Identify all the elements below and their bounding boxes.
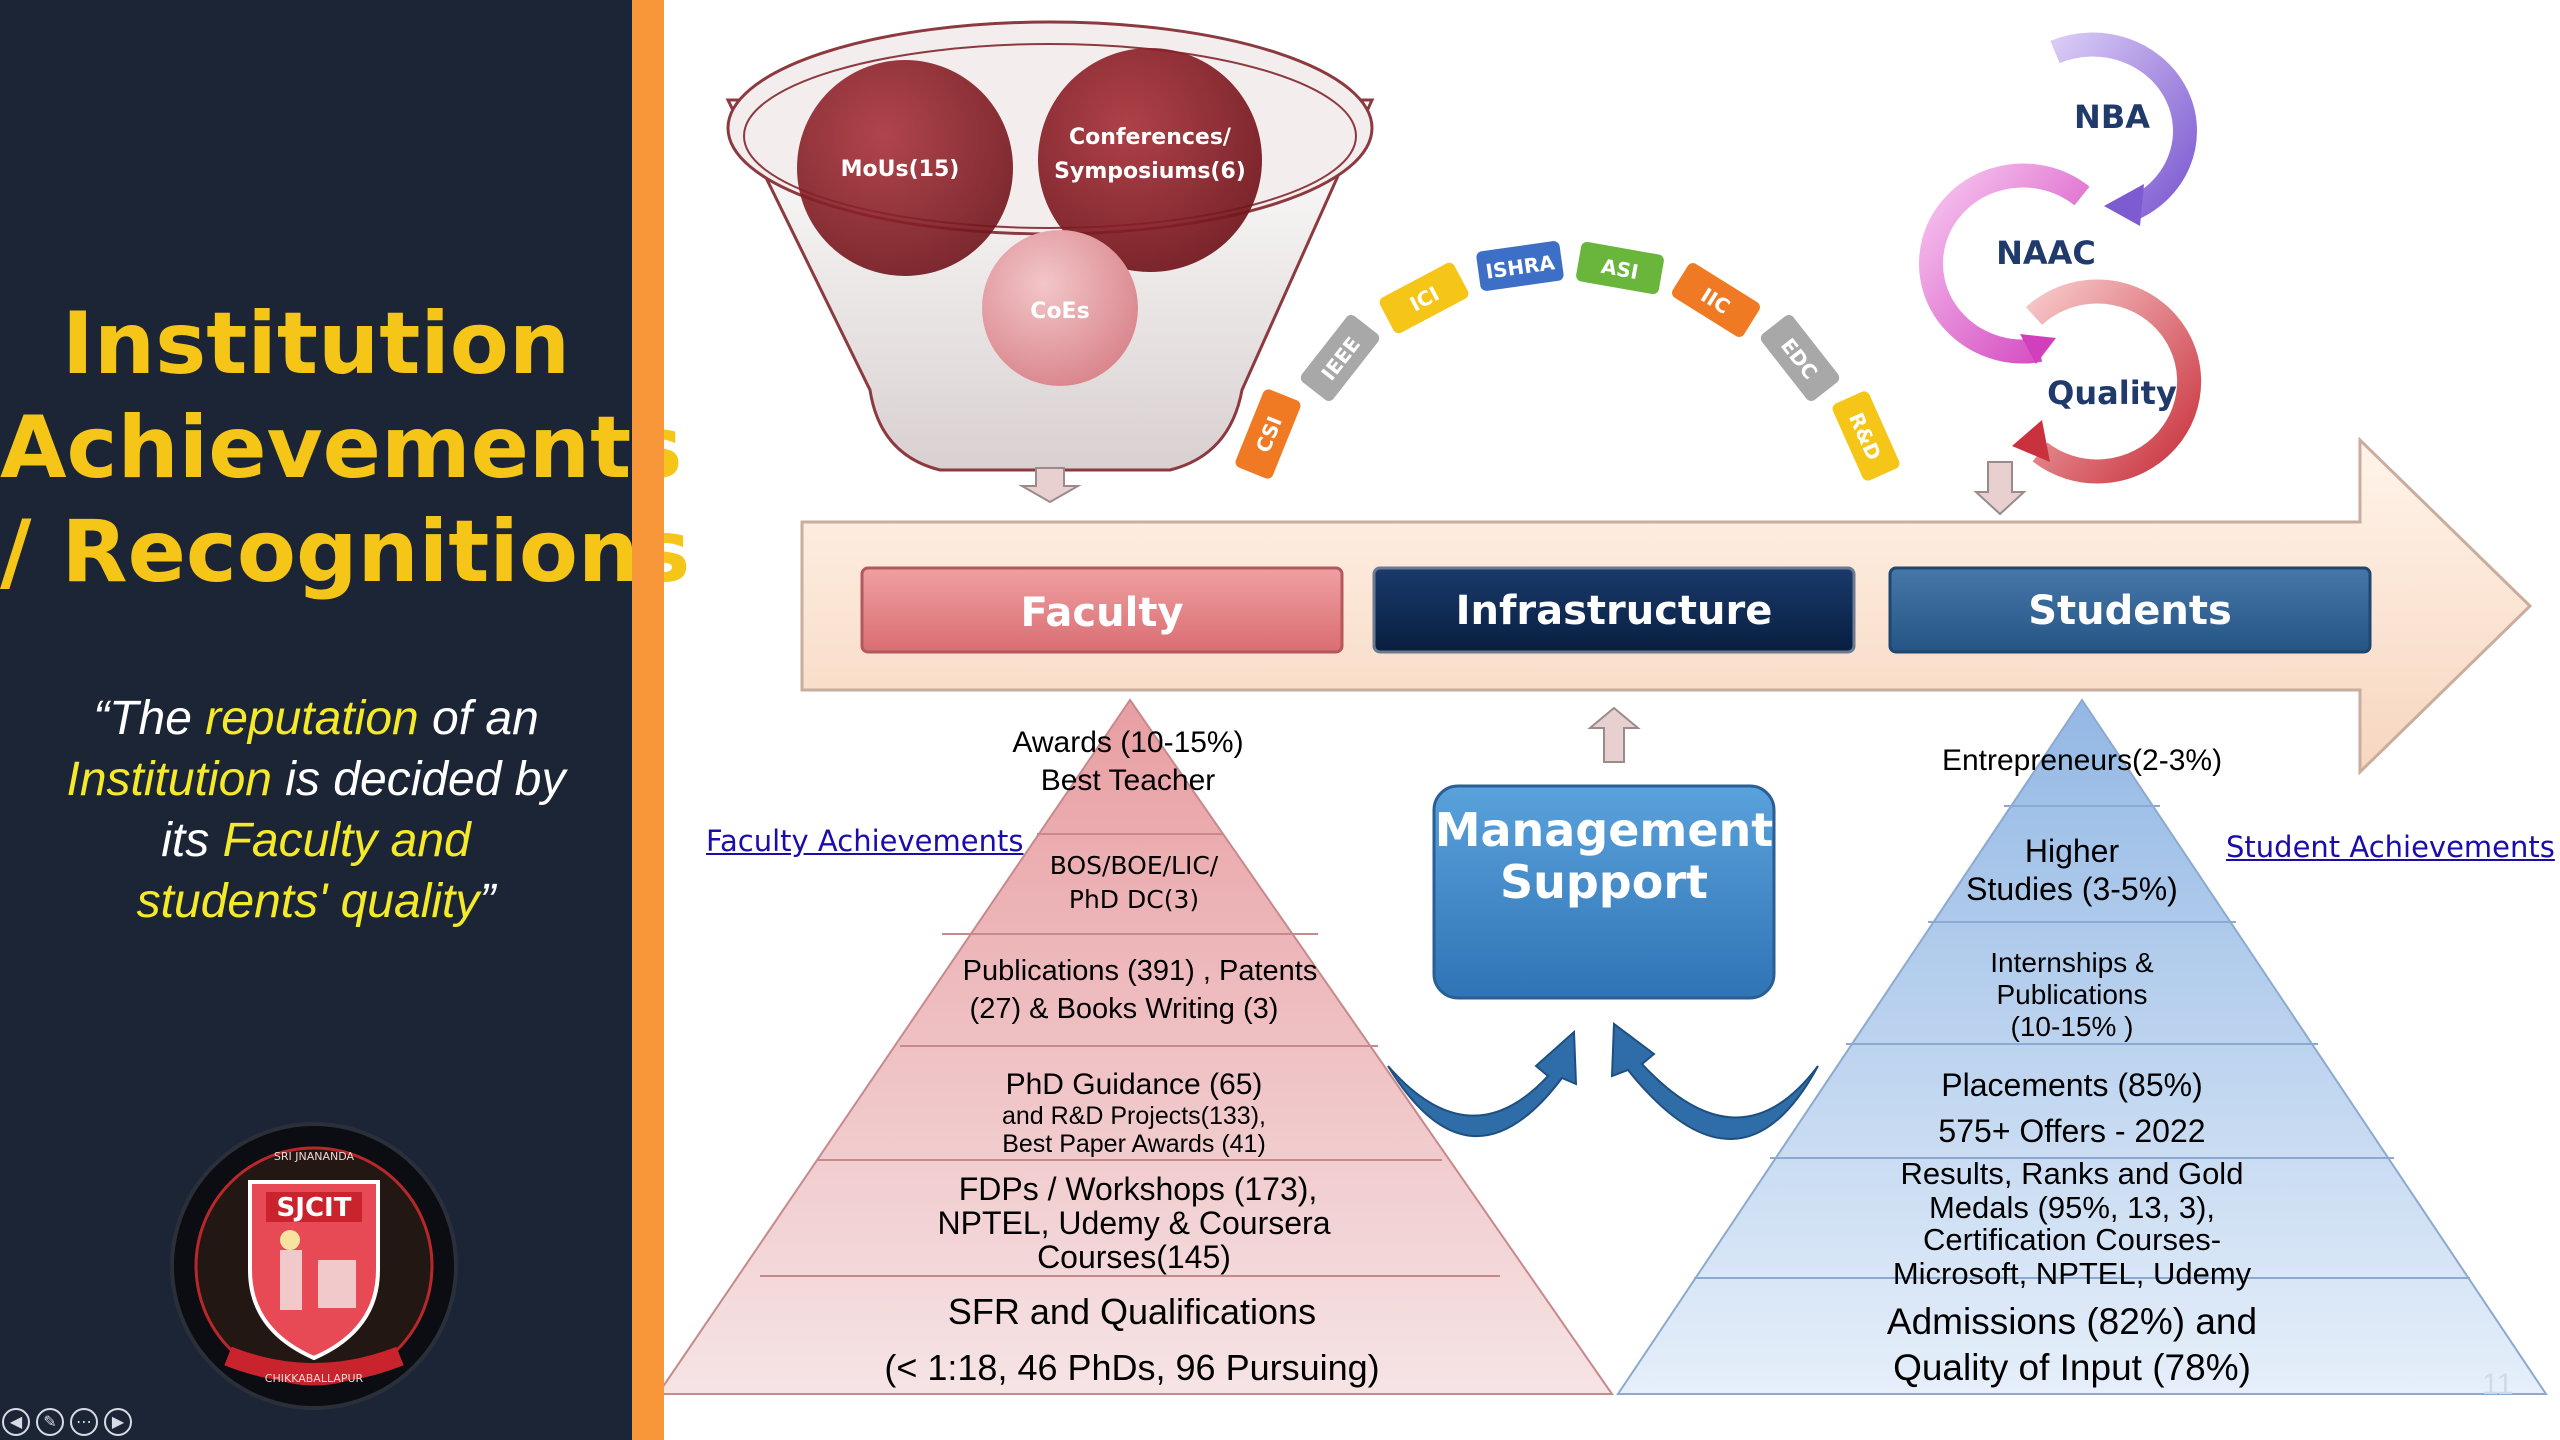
student-base: Admissions (82%) and [1887,1301,2257,1342]
student-level-5b: Medals (95%, 13, 3), [1929,1190,2215,1225]
more-icon[interactable]: ⋯ [70,1408,98,1436]
cycle-arrow-icon [2012,420,2050,462]
student-level-3: Internships & [1990,947,2154,978]
curved-arrow-icon [1610,1022,1819,1140]
logo-ring-top: SRI JNANANDA [274,1150,355,1163]
management-support: Management Support [1432,784,1776,1000]
pen-icon[interactable]: ✎ [36,1408,64,1436]
student-apex: Entrepreneurs(2-3%) [1942,744,2222,777]
faculty-base: SFR and Qualifications [948,1291,1316,1332]
slide-title: Institution Achievements / Recognitions [0,292,691,604]
pillar-faculty: Faculty [860,566,1344,654]
quote-text: ” [479,875,496,928]
pillar-infrastructure: Infrastructure [1372,566,1856,654]
up-arrow-icon [1587,706,1641,763]
coes-circle [982,230,1138,386]
cycle-arrow-icon [2104,184,2144,226]
left-panel: Institution Achievements / Recognitions … [0,0,691,1440]
coes-label: CoEs [1030,299,1089,324]
faculty-level-5: FDPs / Workshops (173), [959,1171,1318,1207]
faculty-level-3b: (27) & Books Writing (3) [970,993,1279,1025]
student-level-3c: (10-15% ) [2011,1011,2134,1042]
accent-strip [632,0,664,1440]
quote-text: of an [418,692,539,745]
funnel-diagram: MoUs(15) Conferences/ Symposiums(6) CoEs [725,20,1375,504]
title-line-3: / Recognitions [0,502,691,602]
conferences-circle [1038,48,1262,272]
student-level-3b: Publications [1997,979,2148,1010]
student-base-2: Quality of Input (78%) [1893,1347,2251,1388]
institution-logo: SJCIT CHIKKABALLAPUR SRI JNANANDA [170,1122,458,1410]
faculty-achievements-link[interactable]: Faculty Achievements [706,824,1024,858]
conferences-label: Conferences/ [1069,125,1232,150]
student-level-2b: Studies (3-5%) [1966,871,2178,907]
faculty-pyramid: Awards (10-15%) Best Teacher BOS/BOE/LIC… [664,698,1614,1395]
association-arc: CSI IEEE ICI ISHRA ASI IIC EDC R&D [1235,241,1900,481]
pillar-students: Students [1888,566,2372,654]
student-level-2: Higher [2025,833,2120,869]
mous-circle [797,60,1013,276]
quote-text: is decided by [271,753,566,806]
cycle-nba: NBA [2074,98,2150,136]
student-pyramid: Entrepreneurs(2-3%) Higher Studies (3-5%… [1616,698,2548,1395]
quote-text: its [161,814,223,867]
logo-ring-bottom: CHIKKABALLAPUR [265,1372,364,1385]
quote-highlight: students' quality [136,875,480,928]
achievements-diagram: MoUs(15) Conferences/ Symposiums(6) CoEs… [664,20,2548,1395]
faculty-base-2: (< 1:18, 46 PhDs, 96 Pursuing) [884,1347,1379,1388]
faculty-level-4b: and R&D Projects(133), [1002,1102,1266,1130]
faculty-level-5b: NPTEL, Udemy & Coursera [937,1205,1330,1241]
slideshow-controls: ◀ ✎ ⋯ ▶ [2,1408,132,1438]
down-arrow-icon [1018,467,1082,504]
title-line-2: Achievements [0,398,683,498]
down-arrow-icon [1973,461,2027,516]
faculty-level-2: BOS/BOE/LIC/ [1050,851,1219,880]
mous-label: MoUs(15) [841,157,960,182]
quote-text: “The [93,692,206,745]
faculty-level-5c: Courses(145) [1037,1239,1231,1275]
pillar-faculty-label: Faculty [1020,590,1183,636]
faculty-apex: Awards (10-15%) [1012,726,1243,759]
student-level-5d: Microsoft, NPTEL, Udemy [1893,1256,2252,1291]
title-line-1: Institution [61,294,571,394]
management-label-2: Support [1500,855,1708,909]
student-achievements-link[interactable]: Student Achievements [2226,830,2555,864]
cycle-arrow-icon [2020,334,2056,364]
student-level-5: Results, Ranks and Gold [1901,1156,2244,1191]
pillar-students-label: Students [2028,588,2232,634]
faculty-level-2b: PhD DC(3) [1069,885,1199,914]
forward-icon[interactable]: ▶ [104,1408,132,1436]
cycle-quality: Quality [2047,374,2177,412]
cycle-naac: NAAC [1996,234,2096,272]
quote-highlight: Institution [66,753,272,806]
pillar-infrastructure-label: Infrastructure [1456,588,1773,634]
logo-text: SJCIT [277,1193,352,1223]
quality-cycles: NBA NAAC Quality [1919,32,2202,516]
quote-highlight: Faculty and [222,814,471,867]
management-label: Management [1435,803,1774,857]
quote-highlight: reputation [205,692,419,745]
student-level-4b: 575+ Offers - 2022 [1938,1113,2205,1149]
faculty-level-4c: Best Paper Awards (41) [1002,1130,1266,1158]
quote: “The reputation of an Institution is dec… [20,688,612,932]
curved-arrow-icon [1387,1029,1578,1138]
page-number: 11 [2482,1368,2514,1401]
student-level-5c: Certification Courses- [1923,1222,2221,1257]
faculty-level-3: Publications (391) , Patents [963,955,1318,987]
back-icon[interactable]: ◀ [2,1408,30,1436]
conferences-label-2: Symposiums(6) [1054,159,1246,184]
faculty-level-4: PhD Guidance (65) [1006,1068,1263,1101]
student-level-4: Placements (85%) [1941,1067,2202,1103]
faculty-apex-2: Best Teacher [1041,764,1216,797]
